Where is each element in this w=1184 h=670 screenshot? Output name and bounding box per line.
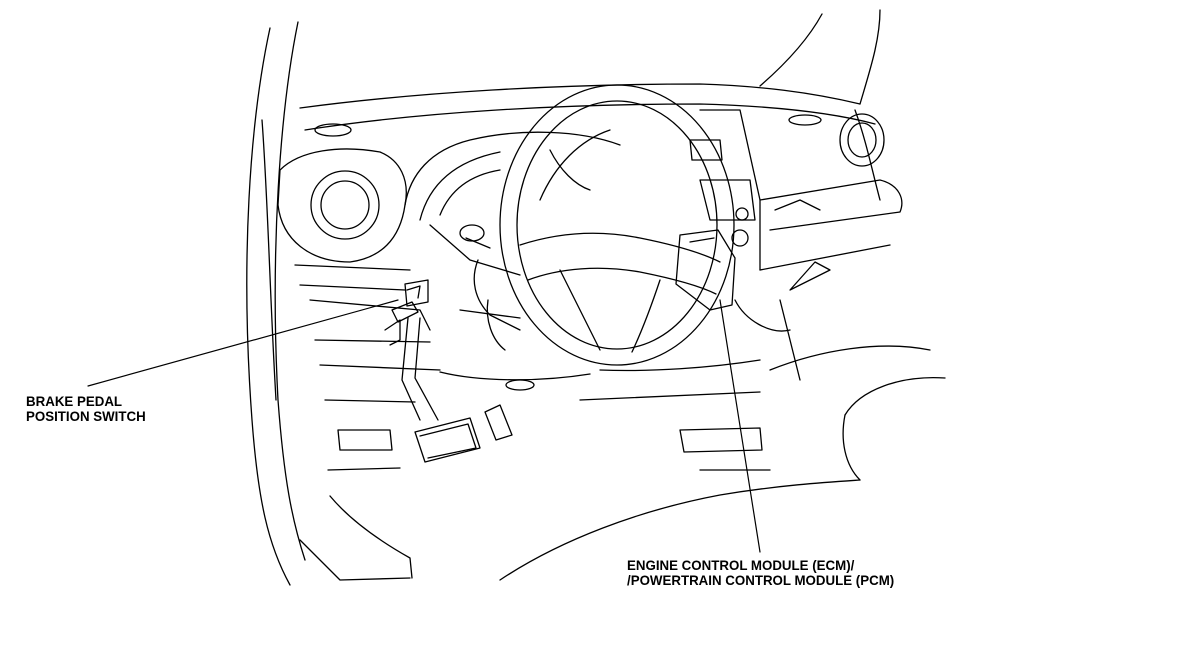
leader-lines bbox=[87, 299, 761, 553]
dashboard-top bbox=[299, 9, 881, 201]
accelerator-pedal bbox=[484, 404, 513, 441]
right-air-vent bbox=[839, 113, 885, 167]
ecm-leader-line bbox=[719, 299, 761, 553]
brake-pedal-switch-label-line2: POSITION SWITCH bbox=[26, 408, 146, 424]
brake-switch-leader-line bbox=[87, 299, 399, 387]
brake-pedal-switch-label-line1: BRAKE PEDAL bbox=[26, 393, 123, 409]
brake-pedal-arm bbox=[384, 301, 439, 421]
lower-dashboard-left bbox=[294, 264, 591, 471]
center-console bbox=[689, 109, 903, 332]
door-frame bbox=[246, 21, 413, 586]
brake-pedal-switch-callout: BRAKE PEDAL POSITION SWITCH bbox=[26, 394, 146, 424]
steering-column bbox=[459, 259, 521, 351]
brake-pedal-pad bbox=[414, 417, 481, 463]
ecm-pcm-unit bbox=[675, 229, 736, 311]
steering-wheel bbox=[499, 84, 735, 366]
lower-dashboard-center bbox=[579, 359, 771, 471]
brake-pedal-position-switch bbox=[404, 279, 429, 307]
instrument-cluster bbox=[404, 131, 621, 276]
left-air-vent bbox=[277, 148, 407, 263]
ecm-pcm-label-line2: /POWERTRAIN CONTROL MODULE (PCM) bbox=[627, 572, 895, 588]
ecm-pcm-callout: ENGINE CONTROL MODULE (ECM)/ /POWERTRAIN… bbox=[627, 558, 894, 588]
ecm-pcm-label-line1: ENGINE CONTROL MODULE (ECM)/ bbox=[627, 557, 855, 573]
seat bbox=[499, 299, 946, 581]
